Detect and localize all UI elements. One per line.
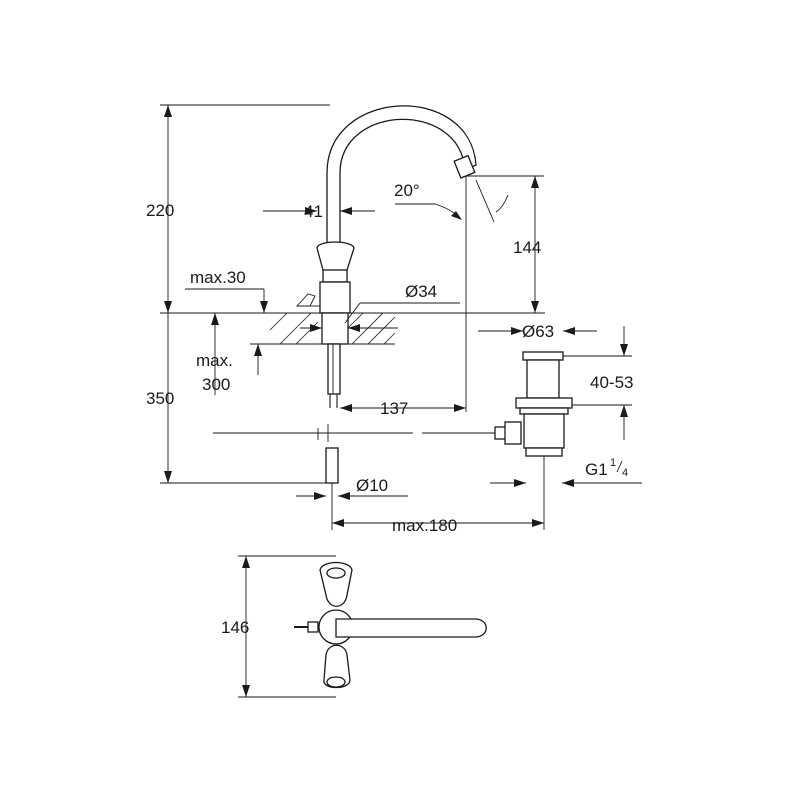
label-350: 350 bbox=[146, 389, 174, 408]
label-dia-63: Ø63 bbox=[522, 322, 554, 341]
label-dia-10: Ø10 bbox=[356, 476, 388, 495]
pop-up-waste bbox=[515, 351, 573, 457]
label-40-53: 40-53 bbox=[590, 373, 633, 392]
label-20-degree: 20° bbox=[394, 181, 420, 200]
label-thread-g: G1 1 4 bbox=[585, 457, 628, 479]
label-max-300-line1: max. bbox=[196, 351, 233, 370]
label-41: 41 bbox=[304, 202, 323, 221]
tap-top-view bbox=[294, 561, 487, 689]
svg-text:4: 4 bbox=[622, 467, 628, 479]
label-max-180: max.180 bbox=[392, 516, 457, 535]
label-dia-34: Ø34 bbox=[405, 282, 437, 301]
tap-side-view bbox=[295, 105, 477, 484]
label-220: 220 bbox=[146, 201, 174, 220]
svg-text:G1: G1 bbox=[585, 460, 608, 479]
label-144: 144 bbox=[513, 238, 541, 257]
label-max-30: max.30 bbox=[190, 268, 246, 287]
dimension-lines bbox=[160, 104, 642, 698]
label-137: 137 bbox=[380, 399, 408, 418]
label-max-300-line2: 300 bbox=[202, 375, 230, 394]
pop-up-rod bbox=[213, 421, 522, 445]
dimension-labels: 220 41 20° 144 max.30 Ø34 Ø63 max. 300 4… bbox=[146, 181, 633, 637]
svg-text:1: 1 bbox=[610, 457, 616, 469]
label-146: 146 bbox=[221, 618, 249, 637]
